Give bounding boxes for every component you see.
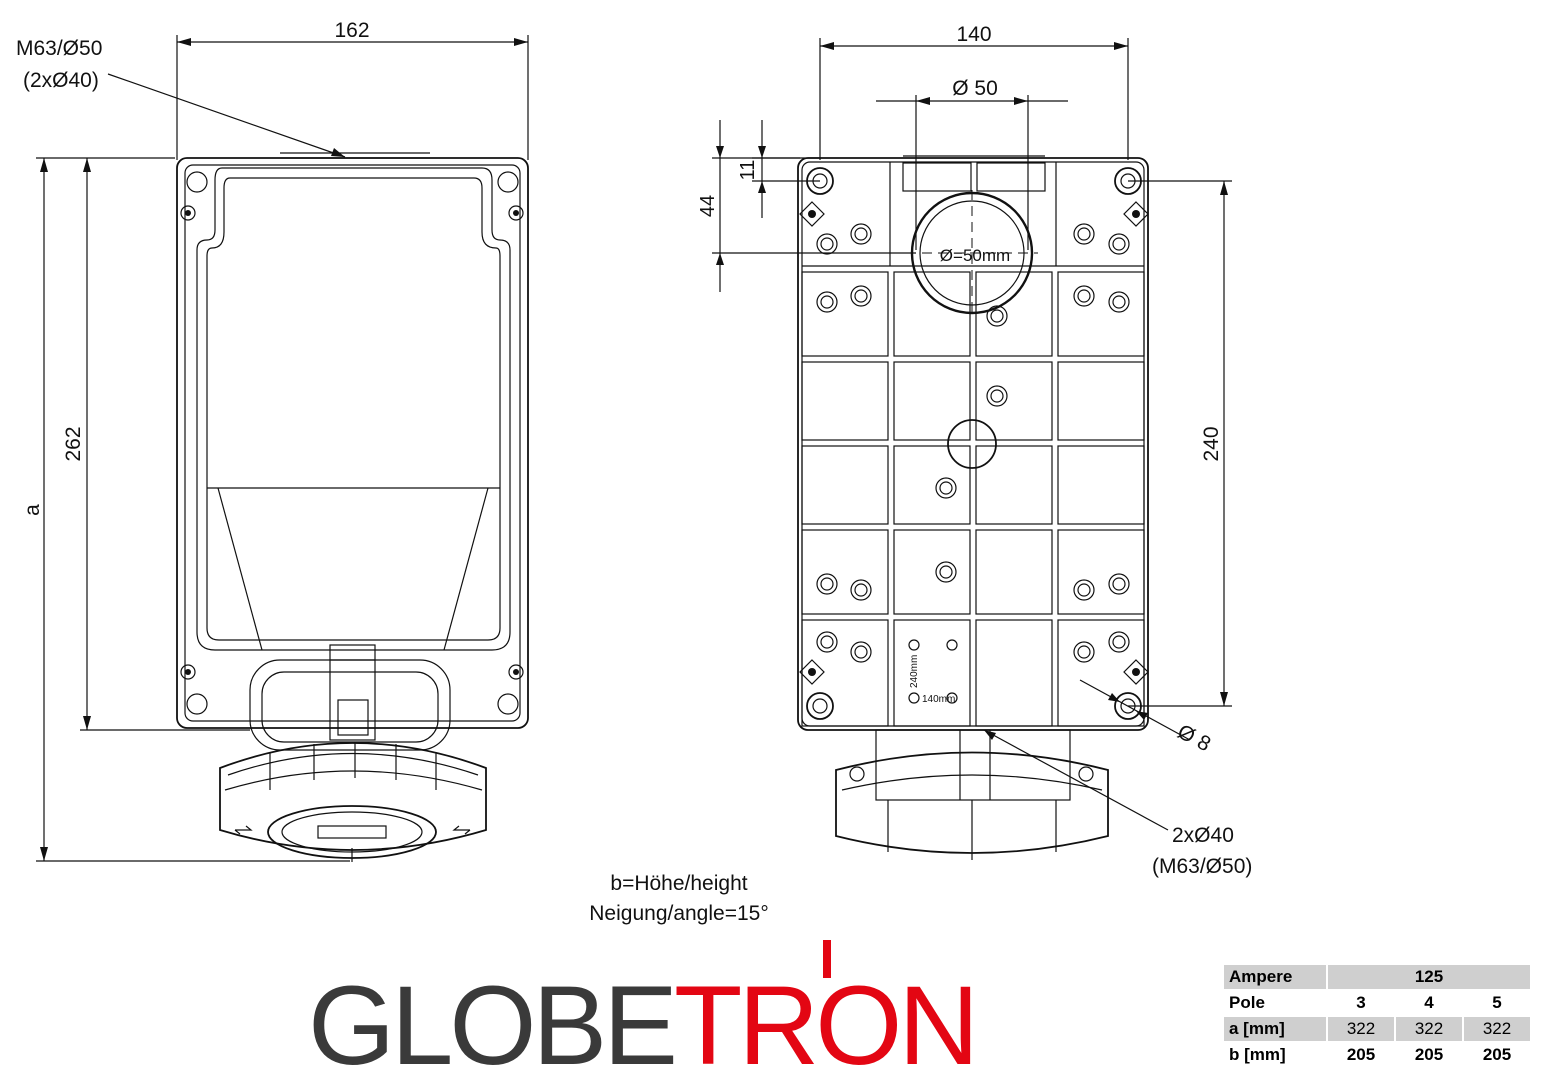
dimension-width-140: 140 xyxy=(819,23,1129,160)
dimension-spacing-240: 240 xyxy=(1128,180,1232,707)
table-row-b: b [mm] 205 205 205 xyxy=(1222,1041,1532,1069)
width-162-label: 162 xyxy=(334,19,369,42)
angle-note: Neigung/angle=15° xyxy=(589,902,768,925)
row-label: Pole xyxy=(1222,989,1328,1017)
dimension-height-262: 262 xyxy=(62,158,250,731)
logo-part-dark: GLOBE xyxy=(308,963,674,1080)
table-cell: 205 xyxy=(1326,1041,1396,1069)
knockout-240mm-label: 240mm xyxy=(909,655,920,688)
inner-hole-label: Ø=50mm xyxy=(940,246,1010,265)
row-label: a [mm] xyxy=(1222,1015,1328,1043)
table-cell: 4 xyxy=(1394,989,1464,1017)
table-cell: 3 xyxy=(1326,989,1396,1017)
table-cell: 322 xyxy=(1394,1015,1464,1043)
power-icon xyxy=(822,940,832,978)
svg-text:GLOBETRON: GLOBETRON xyxy=(308,963,975,1080)
table-row-a: a [mm] 322 322 322 xyxy=(1222,1015,1532,1043)
height-262-label: 262 xyxy=(62,426,85,461)
dimension-total-a: a xyxy=(21,157,350,862)
cable-entry-callout: M63/Ø50 (2xØ40) xyxy=(16,37,346,158)
row-label: Ampere xyxy=(1222,963,1328,991)
dimension-hole-50: Ø 50 xyxy=(876,77,1068,250)
knockout-140mm-label: 140mm xyxy=(922,694,955,705)
table-cell: 125 xyxy=(1326,963,1532,991)
back-entry-label-m63: (M63/Ø50) xyxy=(1152,855,1252,878)
table-cell: 205 xyxy=(1462,1041,1532,1069)
height-note: b=Höhe/height xyxy=(610,872,747,895)
entry-label-2x40: (2xØ40) xyxy=(23,69,99,92)
dimension-offset-11: 11 xyxy=(737,120,820,218)
table-cell: 322 xyxy=(1462,1015,1532,1043)
offset-44-label: 44 xyxy=(697,195,719,217)
table-cell: 205 xyxy=(1394,1041,1464,1069)
entry-label-m63: M63/Ø50 xyxy=(16,37,102,60)
total-a-label: a xyxy=(21,504,44,516)
back-view: 140 Ø 50 11 44 xyxy=(697,23,1252,878)
row-label: b [mm] xyxy=(1222,1041,1328,1069)
hole-50-label: Ø 50 xyxy=(952,77,998,100)
table-row-ampere: Ampere 125 xyxy=(1222,963,1532,991)
globetron-logo: GLOBETRON xyxy=(308,940,979,1080)
housing-back-outline: Ø=50mm xyxy=(797,155,1215,756)
fixing-hole-8-label: Ø 8 xyxy=(1174,720,1215,756)
width-140-label: 140 xyxy=(956,23,991,46)
dimension-width-162: 162 xyxy=(176,19,529,160)
logo-part-red: TRON xyxy=(674,963,975,1080)
back-entry-label-2x40: 2xØ40 xyxy=(1172,824,1234,847)
spec-table: Ampere 125 Pole 3 4 5 a [mm] 322 322 322… xyxy=(1222,963,1532,1069)
dimension-offset-44: 44 xyxy=(697,120,916,292)
back-entry-callout: 2xØ40 (M63/Ø50) xyxy=(983,729,1252,878)
socket-back-outline xyxy=(835,729,1109,860)
offset-11-label: 11 xyxy=(737,160,759,181)
table-row-pole: Pole 3 4 5 xyxy=(1222,989,1532,1017)
spacing-240-label: 240 xyxy=(1200,426,1223,461)
housing-side-outline xyxy=(176,152,529,862)
table-cell: 5 xyxy=(1462,989,1532,1017)
table-cell: 322 xyxy=(1326,1015,1396,1043)
side-view: 162 a 262 M63/Ø50 (2xØ40) xyxy=(16,19,529,862)
